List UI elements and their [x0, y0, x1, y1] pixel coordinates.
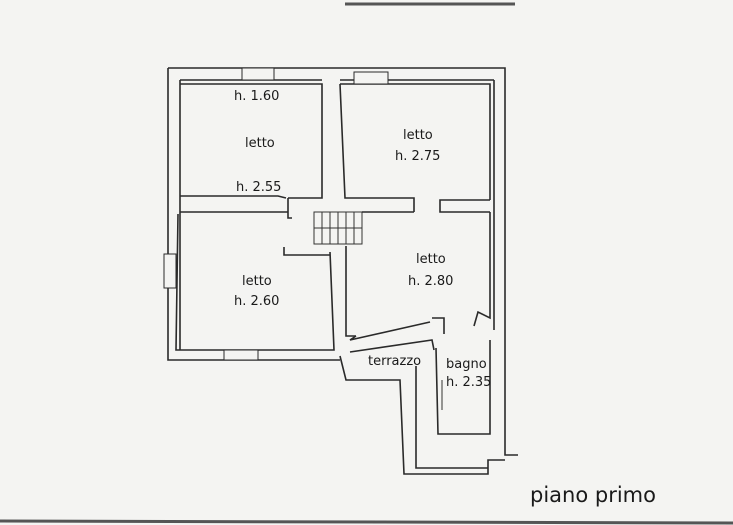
room-height-label: h. 2.55	[236, 180, 281, 195]
outer-walls	[167, 67, 518, 456]
window	[223, 349, 259, 361]
window	[241, 67, 275, 81]
scan-bottom-edge	[0, 519, 733, 525]
room-walls-letto-4	[345, 211, 491, 341]
room-height-label: h. 1.60	[234, 89, 279, 104]
room-name-label: bagno	[446, 357, 487, 372]
room-walls-letto-2	[339, 83, 491, 213]
room-walls-terrazzo-bagno	[339, 339, 505, 475]
room-height-label: h. 2.35	[446, 375, 491, 390]
window	[163, 253, 177, 289]
stairs	[313, 211, 363, 245]
room-height-label: h. 2.60	[234, 294, 279, 309]
room-walls-letto-1	[180, 83, 323, 219]
room-name-label: letto	[245, 136, 275, 151]
room-name-label: letto	[416, 252, 446, 267]
room-name-label: terrazzo	[368, 354, 421, 369]
window	[353, 71, 389, 85]
room-height-label: h. 2.80	[408, 274, 453, 289]
room-name-label: letto	[242, 274, 272, 289]
room-name-label: letto	[403, 128, 433, 143]
floor-title: piano primo	[530, 483, 656, 507]
room-height-label: h. 2.75	[395, 149, 440, 164]
